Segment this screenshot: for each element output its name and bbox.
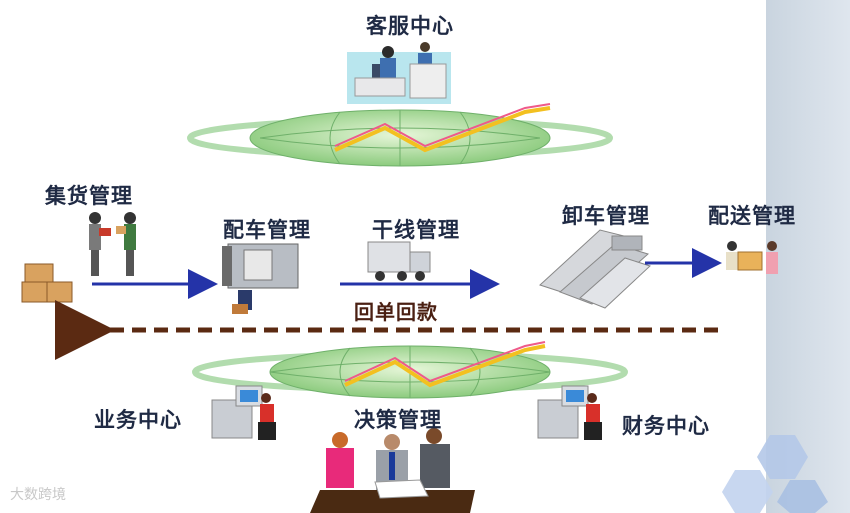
customer-service-illustration	[347, 42, 451, 104]
cargo-boxes-illustration	[22, 264, 72, 302]
unloading-trucks-illustration	[540, 230, 650, 308]
delivery-management-label: 配送管理	[708, 200, 796, 230]
finance-center-illustration	[538, 386, 602, 440]
business-center-illustration	[212, 386, 276, 440]
delivery-people-illustration	[726, 241, 778, 274]
hexagon-decoration	[722, 435, 828, 513]
dispatch-management-label: 配车管理	[223, 214, 311, 244]
truck-loading-illustration	[222, 244, 298, 314]
business-center-label: 业务中心	[94, 404, 182, 434]
return-flow-label: 回单回款	[354, 296, 438, 325]
network-globe-top	[190, 104, 610, 166]
finance-center-label: 财务中心	[622, 410, 710, 440]
trunk-management-label: 干线管理	[372, 214, 460, 244]
decision-management-label: 决策管理	[354, 404, 442, 434]
customer-service-label: 客服中心	[366, 10, 454, 40]
pickup-management-label: 集货管理	[45, 180, 133, 210]
pickup-people-illustration	[89, 212, 136, 276]
watermark: 大数跨境	[10, 484, 66, 504]
decision-meeting-illustration	[310, 428, 475, 513]
lorry-illustration	[368, 242, 430, 281]
unload-management-label: 卸车管理	[562, 200, 650, 230]
